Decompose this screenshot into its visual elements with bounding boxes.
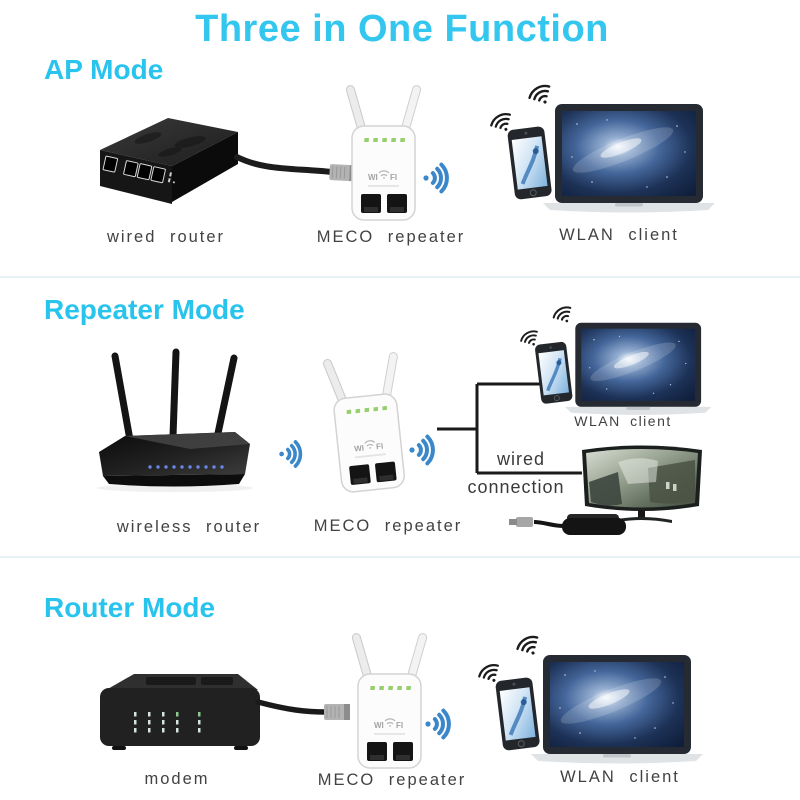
meco-repeater-illustration [344, 83, 423, 221]
label-wlan-client: WLAN client [574, 413, 672, 429]
wireless-router-illustration [97, 348, 253, 492]
wifi-signal-icon [407, 434, 435, 466]
set-top-box [509, 514, 626, 535]
section-divider [0, 556, 800, 558]
wired-router-illustration [100, 118, 356, 204]
label-wlan-client: WLAN client [560, 768, 680, 786]
meco-repeater-illustration [350, 631, 429, 769]
meco-repeater-illustration [321, 350, 413, 495]
label-modem: modem [144, 770, 210, 788]
wired-connection-lines [437, 382, 582, 475]
heading-ap-mode: AP Mode [44, 54, 164, 85]
label-wireless-router: wireless router [116, 518, 262, 536]
note-connection: connection [467, 477, 565, 497]
note-wired: wired [496, 449, 546, 469]
wifi-signal-icon [277, 440, 303, 468]
label-meco-repeater: MECO repeater [317, 771, 467, 789]
wlan-client-illustration [519, 304, 711, 414]
tv-illustration [509, 445, 702, 535]
rj45-connector [324, 704, 350, 720]
wifi-signal-icon [423, 708, 451, 740]
page-title: Three in One Function [195, 8, 609, 50]
label-meco-repeater: MECO repeater [313, 517, 463, 535]
label-wired-router: wired router [106, 228, 226, 246]
heading-repeater-mode: Repeater Mode [44, 294, 245, 325]
wlan-client-illustration [477, 634, 703, 764]
wlan-client-illustration [489, 83, 715, 213]
label-wlan-client: WLAN client [559, 226, 679, 244]
section-divider [0, 276, 800, 278]
heading-router-mode: Router Mode [44, 592, 216, 623]
label-meco-repeater: MECO repeater [316, 228, 466, 246]
wifi-signal-icon [421, 162, 449, 194]
modem-illustration [100, 674, 350, 750]
